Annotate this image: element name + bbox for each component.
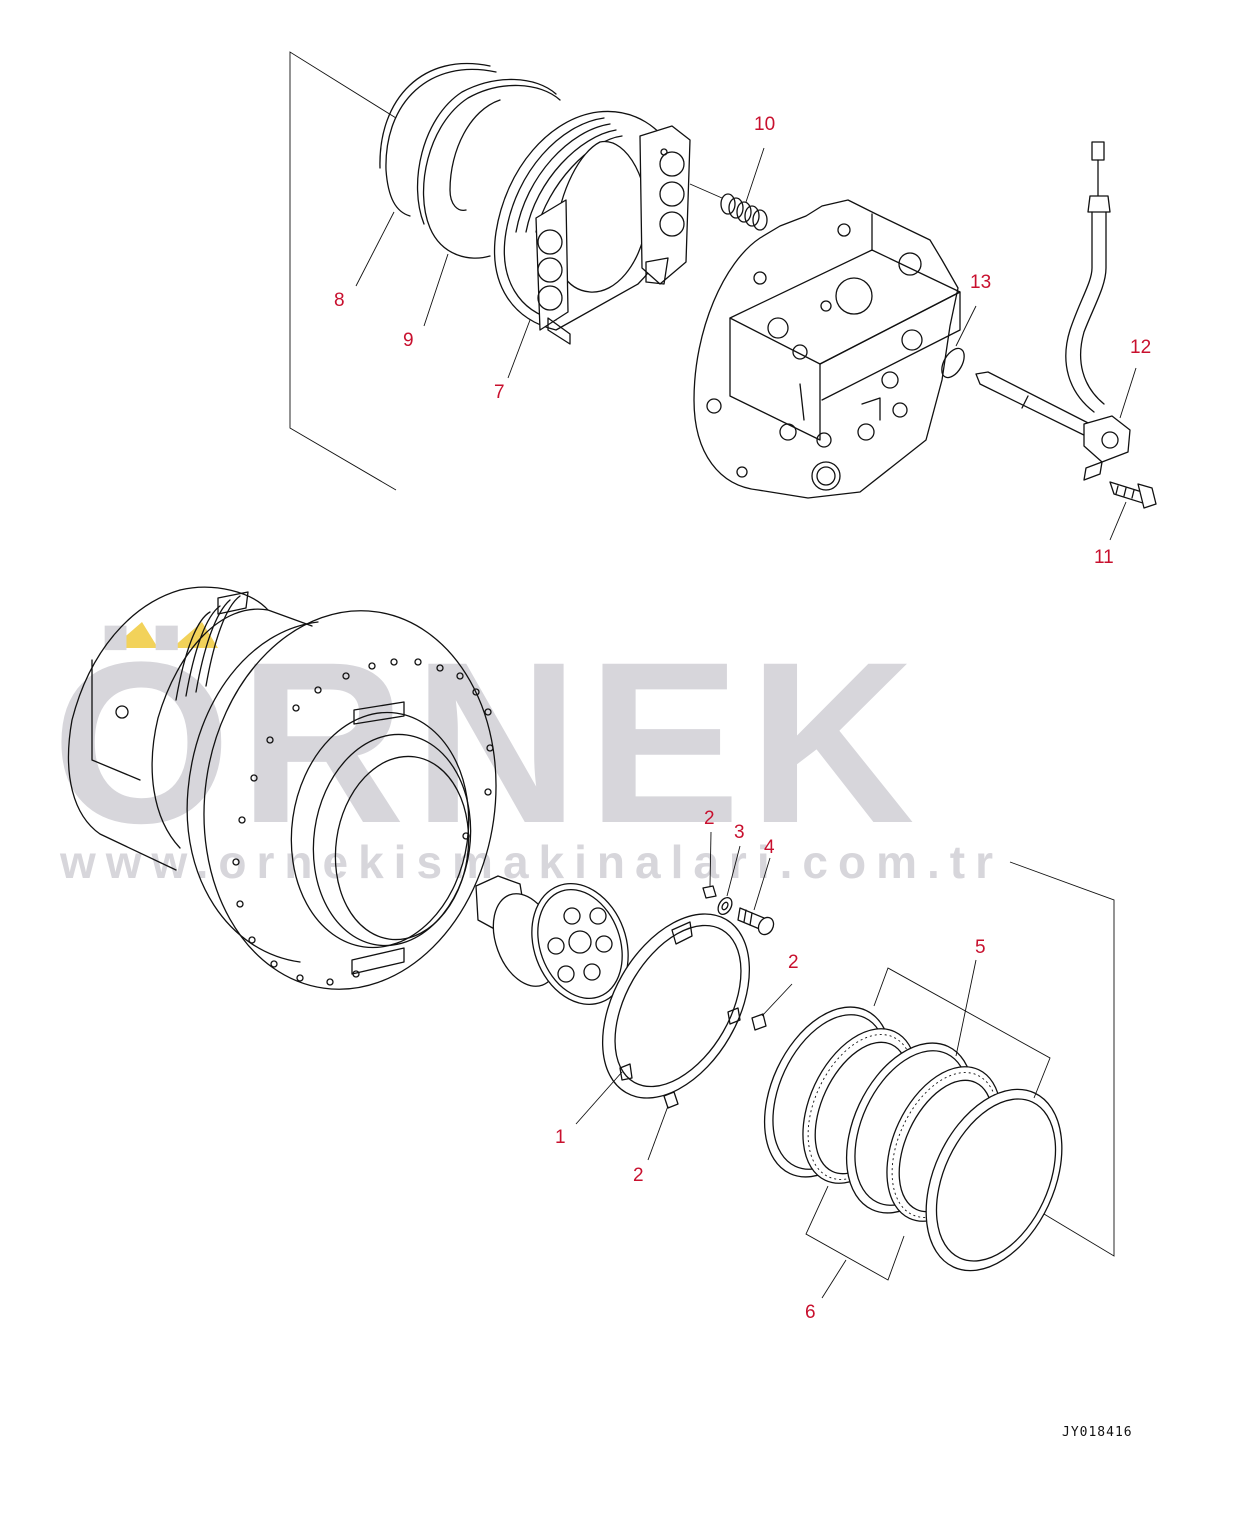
callout-2-bottom[interactable]: 2 [633, 1165, 644, 1186]
callout-7[interactable]: 7 [494, 382, 505, 403]
part-9-o-ring [416, 78, 561, 259]
bottom-group-frame [1009, 861, 1115, 1257]
part-13-o-ring [941, 347, 965, 379]
leader-lines [355, 147, 1137, 1299]
callout-13[interactable]: 13 [970, 272, 991, 293]
bracket-part-6 [805, 1185, 905, 1281]
watermark-accent-right [172, 622, 218, 648]
watermark-accent-left [112, 622, 158, 648]
part-5-plate-3 [925, 1088, 1063, 1272]
part-12-speed-sensor [975, 141, 1131, 481]
part-4-bolt [737, 907, 775, 936]
top-group-frame [289, 51, 397, 491]
part-7-brake-piston [494, 110, 691, 345]
final-drive-housing [67, 586, 497, 990]
part-8-snap-ring [379, 62, 497, 217]
part-11-bolt [1109, 481, 1157, 509]
motor-housing [693, 199, 961, 499]
callout-2-top[interactable]: 2 [704, 808, 715, 829]
watermark: ÖRNEK www.ornekismakinalari.com.tr [52, 614, 1003, 888]
callout-6[interactable]: 6 [805, 1302, 816, 1323]
drawing-code: JY018416 [1062, 1425, 1133, 1440]
callout-8[interactable]: 8 [334, 290, 345, 311]
planetary-carrier [475, 875, 629, 1005]
part-10-spring [689, 183, 768, 231]
part-3-washer [717, 896, 733, 916]
watermark-url: www.ornekismakinalari.com.tr [59, 836, 1003, 888]
callout-10[interactable]: 10 [754, 114, 775, 135]
part-2-nut-bottom [663, 1091, 679, 1109]
callout-11[interactable]: 11 [1094, 547, 1114, 568]
callout-5[interactable]: 5 [975, 937, 986, 958]
bracket-part-5 [873, 967, 1051, 1099]
callout-9[interactable]: 9 [403, 330, 414, 351]
part-2-nut-top [702, 885, 717, 899]
callout-1[interactable]: 1 [555, 1127, 566, 1148]
callout-3[interactable]: 3 [734, 822, 745, 843]
callout-4[interactable]: 4 [764, 837, 775, 858]
callouts: 1 2 2 2 3 4 5 6 7 8 9 10 11 12 13 [334, 114, 1151, 1323]
part-1-ring-plate [601, 913, 751, 1099]
part-2-nut-right [751, 1013, 767, 1031]
watermark-brand: ÖRNEK [52, 614, 923, 871]
callout-2-right[interactable]: 2 [788, 952, 799, 973]
callout-12[interactable]: 12 [1130, 337, 1151, 358]
